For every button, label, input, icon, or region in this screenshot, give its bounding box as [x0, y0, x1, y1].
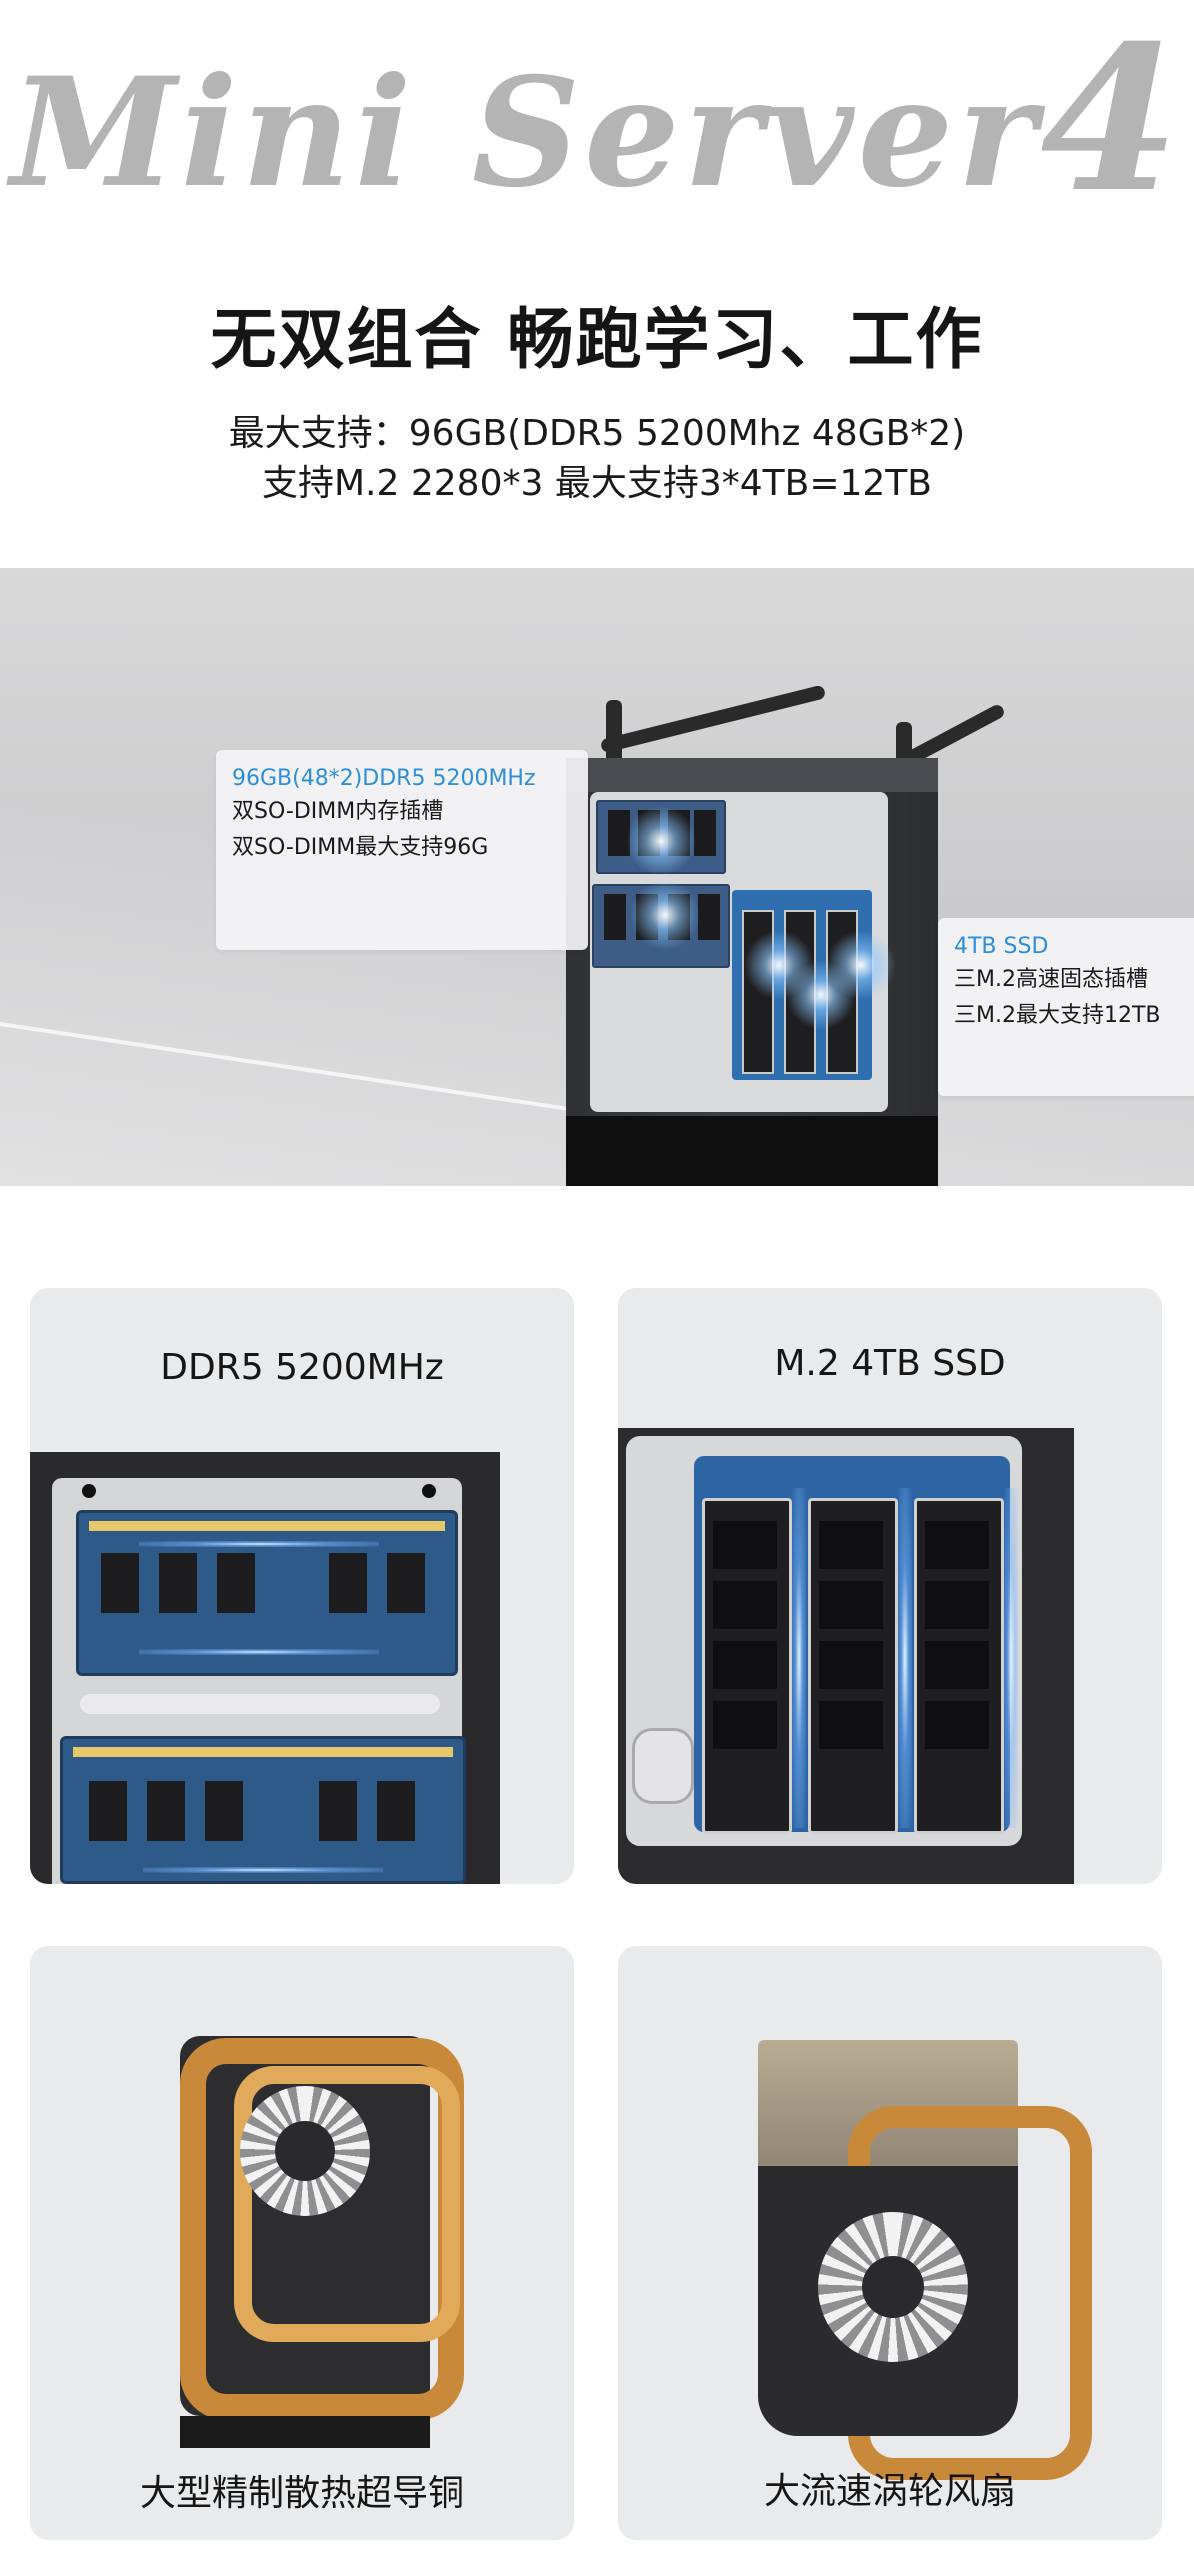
ssd-stick-1 [702, 1498, 792, 1834]
ram-closeup-image [30, 1452, 500, 1884]
fan-hub-icon [275, 2121, 335, 2181]
ssd-stick-2 [808, 1498, 898, 1834]
light-glow [1004, 1488, 1018, 1828]
spec-storage: 支持M.2 2280*3 最大支持3*4TB=12TB [262, 463, 932, 504]
heatsink-base [180, 2416, 430, 2448]
ssd-callout: 4TB SSD 三M.2高速固态插槽 三M.2最大支持12TB [938, 918, 1194, 1096]
copper-feature-card: 大型精制散热超导铜 [30, 1946, 574, 2540]
light-glow [626, 806, 696, 876]
heatpipe-inner-icon [234, 2066, 460, 2342]
light-glow [826, 930, 896, 1000]
ram-separator-slot [80, 1694, 440, 1714]
fan-hub-icon [862, 2256, 924, 2318]
memory-callout-title: 96GB(48*2)DDR5 5200MHz [232, 766, 536, 791]
brand-title: Mini Server4 [10, 2, 1184, 237]
memory-callout-line-2: 双SO-DIMM最大支持96G [232, 835, 489, 860]
light-glow [898, 1488, 912, 1828]
ssd-card-title: M.2 4TB SSD [774, 1343, 1006, 1384]
screw-icon [82, 1484, 96, 1498]
fan-feature-card: 大流速涡轮风扇 [618, 1946, 1162, 2540]
device-base [566, 1116, 938, 1186]
device-top-vents [566, 758, 938, 792]
ssd-callout-line-2: 三M.2最大支持12TB [954, 1003, 1161, 1028]
headline: 无双组合 畅跑学习、工作 [210, 301, 984, 378]
screw-icon [422, 1484, 436, 1498]
light-glow [792, 1488, 806, 1828]
ram-module-upper [76, 1510, 458, 1676]
screw-hole-icon [632, 1728, 694, 1804]
ssd-feature-card: M.2 4TB SSD [618, 1288, 1162, 1884]
ssd-callout-line-1: 三M.2高速固态插槽 [954, 967, 1148, 992]
memory-callout: 96GB(48*2)DDR5 5200MHz 双SO-DIMM内存插槽 双SO-… [216, 750, 588, 950]
fan-card-title: 大流速涡轮风扇 [763, 2471, 1016, 2512]
ram-card-title: DDR5 5200MHz [160, 1347, 444, 1388]
copper-card-title: 大型精制散热超导铜 [139, 2473, 464, 2514]
ram-feature-card: DDR5 5200MHz [30, 1288, 574, 1884]
ssd-stick-3 [914, 1498, 1004, 1834]
light-glow [630, 880, 700, 950]
ram-module-lower [60, 1736, 466, 1884]
ssd-closeup-image [618, 1428, 1074, 1884]
brand-number: 4 [1040, 2, 1184, 237]
memory-callout-line-1: 双SO-DIMM内存插槽 [232, 799, 444, 824]
ssd-callout-title: 4TB SSD [954, 934, 1049, 959]
spec-memory: 最大支持：96GB(DDR5 5200Mhz 48GB*2) [228, 413, 966, 454]
